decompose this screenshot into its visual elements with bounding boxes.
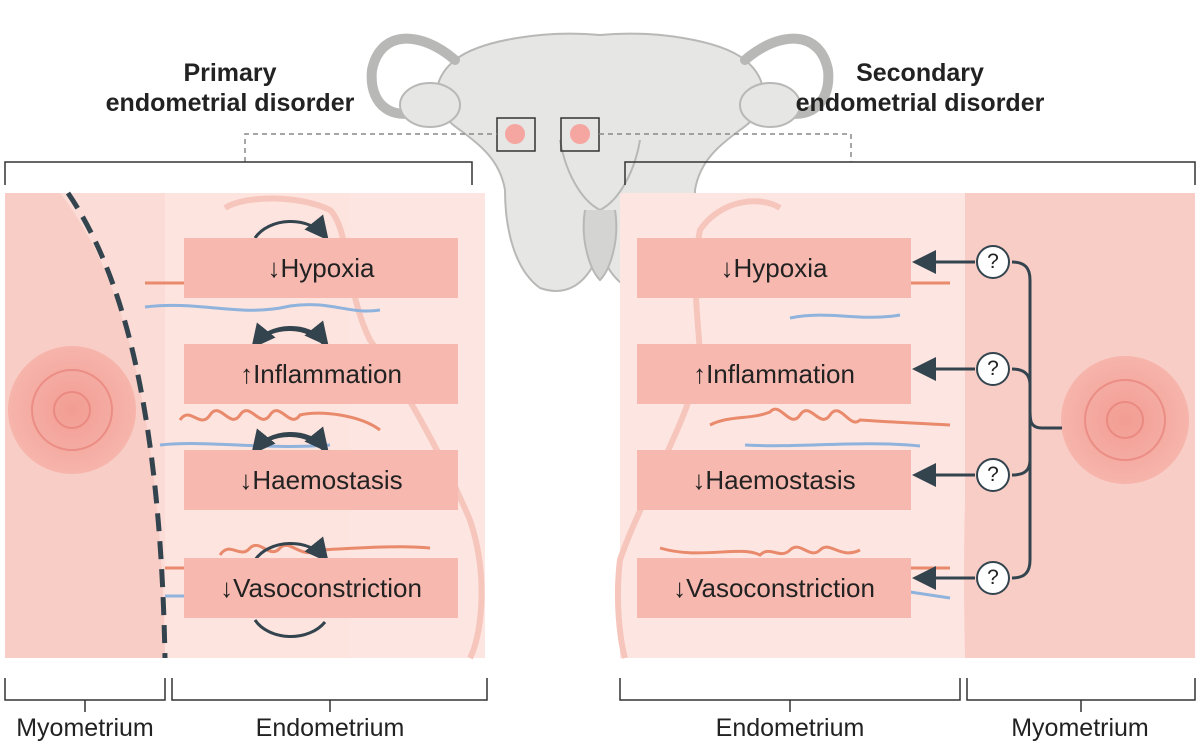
left-box-haemostasis: ↓Haemostasis <box>184 450 458 510</box>
left-panel-title: Primary endometrial disorder <box>20 58 440 118</box>
right-lesion <box>1061 356 1189 484</box>
question-icon: ? <box>976 245 1010 279</box>
left-title-line2: endometrial disorder <box>105 89 355 117</box>
question-icon: ? <box>976 458 1010 492</box>
question-icon: ? <box>976 561 1010 595</box>
right-ovary <box>739 82 801 128</box>
label-left-myometrium: Myometrium <box>16 714 154 742</box>
label-right-myometrium: Myometrium <box>1011 714 1149 742</box>
left-box-inflammation: ↑Inflammation <box>184 344 458 404</box>
right-uterine-lesion <box>570 124 590 144</box>
right-title-line1: Secondary <box>856 59 984 87</box>
left-box-hypoxia: ↓Hypoxia <box>184 238 458 298</box>
left-lesion <box>8 346 136 474</box>
left-box-vasoconstriction: ↓Vasoconstriction <box>184 558 458 618</box>
left-title-line1: Primary <box>183 59 277 87</box>
right-title-line2: endometrial disorder <box>795 89 1045 117</box>
question-icon: ? <box>976 352 1010 386</box>
right-box-hypoxia: ↓Hypoxia <box>637 238 911 298</box>
label-left-endometrium: Endometrium <box>255 714 405 742</box>
right-box-vasoconstriction: ↓Vasoconstriction <box>637 558 911 618</box>
right-panel-title: Secondary endometrial disorder <box>720 58 1120 118</box>
label-right-endometrium: Endometrium <box>715 714 865 742</box>
left-ovary <box>399 82 461 128</box>
right-box-inflammation: ↑Inflammation <box>637 344 911 404</box>
myometrium-boundary-dashed <box>65 191 168 659</box>
left-uterine-lesion <box>505 124 525 144</box>
right-box-haemostasis: ↓Haemostasis <box>637 450 911 510</box>
